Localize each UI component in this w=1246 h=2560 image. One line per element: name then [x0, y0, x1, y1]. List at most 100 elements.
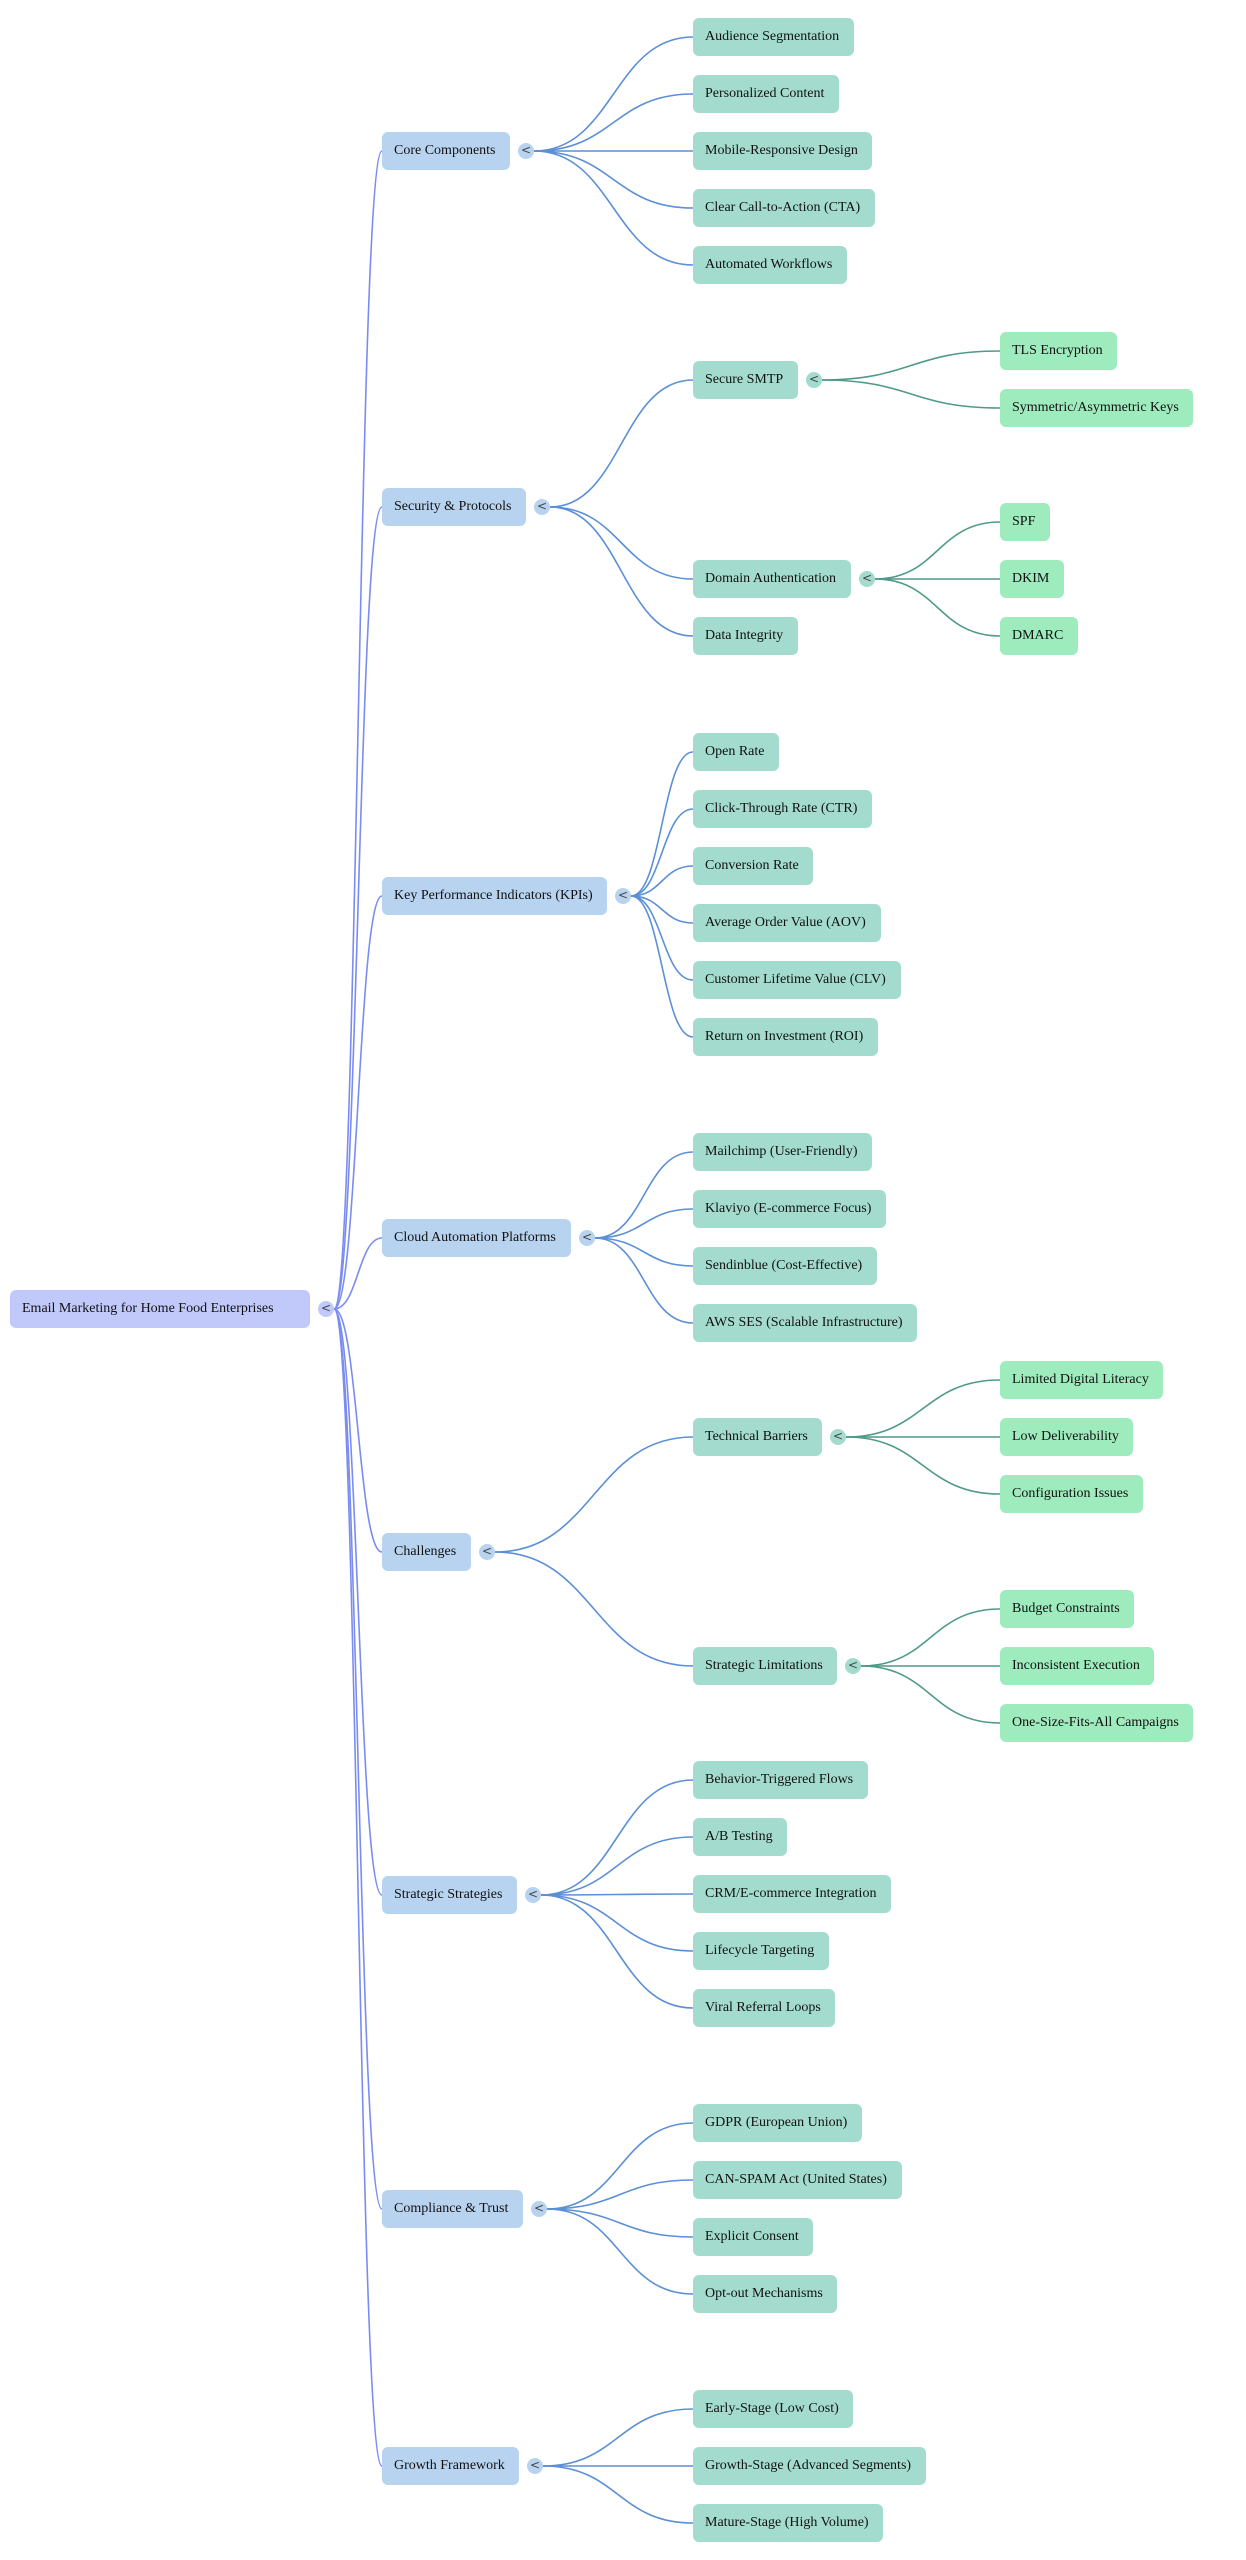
collapse-toggle-icon[interactable]: < [318, 1301, 334, 1317]
collapse-toggle-icon[interactable]: < [518, 143, 534, 159]
connector-line [821, 350, 1001, 381]
connector-line [845, 1379, 1001, 1438]
connector-line [874, 521, 1001, 580]
connector-line [549, 506, 694, 637]
topic-node[interactable]: Customer Lifetime Value (CLV) [693, 961, 901, 999]
leaf-node[interactable]: DMARC [1000, 617, 1078, 655]
topic-node[interactable]: AWS SES (Scalable Infrastructure) [693, 1304, 917, 1342]
connector-line [546, 2208, 694, 2238]
branch-node[interactable]: Strategic Strategies [382, 1876, 517, 1914]
topic-node[interactable]: Klaviyo (E-commerce Focus) [693, 1190, 886, 1228]
connector-line [821, 379, 1001, 409]
topic-node[interactable]: Mobile-Responsive Design [693, 132, 872, 170]
connector-line [333, 1308, 383, 2210]
connector-line [845, 1436, 1001, 1495]
collapse-toggle-icon[interactable]: < [479, 1544, 495, 1560]
topic-node[interactable]: Personalized Content [693, 75, 839, 113]
connector-line [594, 1151, 694, 1239]
leaf-node[interactable]: Inconsistent Execution [1000, 1647, 1154, 1685]
topic-node[interactable]: Early-Stage (Low Cost) [693, 2390, 853, 2428]
topic-node[interactable]: Strategic Limitations [693, 1647, 837, 1685]
branch-node[interactable]: Compliance & Trust [382, 2190, 523, 2228]
connector-line [540, 1894, 694, 1952]
topic-node[interactable]: Viral Referral Loops [693, 1989, 835, 2027]
connector-line [333, 1308, 383, 2467]
topic-node[interactable]: GDPR (European Union) [693, 2104, 862, 2142]
leaf-node[interactable]: One-Size-Fits-All Campaigns [1000, 1704, 1193, 1742]
topic-node[interactable]: CRM/E-commerce Integration [693, 1875, 891, 1913]
leaf-node[interactable]: Budget Constraints [1000, 1590, 1134, 1628]
connector-line [542, 2408, 694, 2467]
topic-node[interactable]: Sendinblue (Cost-Effective) [693, 1247, 877, 1285]
connector-line [533, 93, 694, 152]
connector-line [333, 506, 383, 1310]
connector-line [546, 2122, 694, 2210]
connector-line [540, 1836, 694, 1896]
connector-line [630, 865, 694, 897]
topic-node[interactable]: Mailchimp (User-Friendly) [693, 1133, 872, 1171]
topic-node[interactable]: Mature-Stage (High Volume) [693, 2504, 883, 2542]
topic-node[interactable]: Audience Segmentation [693, 18, 854, 56]
topic-node[interactable]: Open Rate [693, 733, 779, 771]
collapse-toggle-icon[interactable]: < [525, 1887, 541, 1903]
connector-line [533, 150, 694, 209]
topic-node[interactable]: Conversion Rate [693, 847, 813, 885]
connector-line [333, 1237, 383, 1310]
collapse-toggle-icon[interactable]: < [527, 2458, 543, 2474]
topic-node[interactable]: Growth-Stage (Advanced Segments) [693, 2447, 926, 2485]
topic-node[interactable]: Opt-out Mechanisms [693, 2275, 837, 2313]
collapse-toggle-icon[interactable]: < [859, 571, 875, 587]
topic-node[interactable]: Explicit Consent [693, 2218, 813, 2256]
topic-node[interactable]: Lifecycle Targeting [693, 1932, 829, 1970]
connector-line [594, 1208, 694, 1239]
branch-node[interactable]: Cloud Automation Platforms [382, 1219, 571, 1257]
collapse-toggle-icon[interactable]: < [830, 1429, 846, 1445]
leaf-node[interactable]: Symmetric/Asymmetric Keys [1000, 389, 1193, 427]
connector-line [333, 1308, 383, 1896]
topic-node[interactable]: Clear Call-to-Action (CTA) [693, 189, 875, 227]
connector-line [540, 1894, 694, 2009]
connector-line [549, 506, 694, 580]
topic-node[interactable]: A/B Testing [693, 1818, 787, 1856]
connector-line [630, 895, 694, 981]
connector-line [546, 2208, 694, 2295]
branch-node[interactable]: Growth Framework [382, 2447, 519, 2485]
topic-node[interactable]: Data Integrity [693, 617, 798, 655]
leaf-node[interactable]: TLS Encryption [1000, 332, 1117, 370]
collapse-toggle-icon[interactable]: < [845, 1658, 861, 1674]
connector-line [546, 2179, 694, 2210]
connector-line [630, 808, 694, 897]
connector-line [594, 1237, 694, 1324]
leaf-node[interactable]: Low Deliverability [1000, 1418, 1133, 1456]
branch-node[interactable]: Challenges [382, 1533, 471, 1571]
collapse-toggle-icon[interactable]: < [534, 499, 550, 515]
topic-node[interactable]: Click-Through Rate (CTR) [693, 790, 872, 828]
topic-node[interactable]: Secure SMTP [693, 361, 798, 399]
leaf-node[interactable]: DKIM [1000, 560, 1064, 598]
collapse-toggle-icon[interactable]: < [615, 888, 631, 904]
topic-node[interactable]: Average Order Value (AOV) [693, 904, 881, 942]
topic-node[interactable]: Domain Authentication [693, 560, 851, 598]
connector-line [860, 1608, 1001, 1667]
root-node[interactable]: Email Marketing for Home Food Enterprise… [10, 1290, 310, 1328]
branch-node[interactable]: Key Performance Indicators (KPIs) [382, 877, 607, 915]
connector-line [860, 1665, 1001, 1724]
branch-node[interactable]: Security & Protocols [382, 488, 526, 526]
topic-node[interactable]: Behavior-Triggered Flows [693, 1761, 868, 1799]
collapse-toggle-icon[interactable]: < [531, 2201, 547, 2217]
collapse-toggle-icon[interactable]: < [579, 1230, 595, 1246]
topic-node[interactable]: CAN-SPAM Act (United States) [693, 2161, 902, 2199]
leaf-node[interactable]: Configuration Issues [1000, 1475, 1143, 1513]
topic-node[interactable]: Technical Barriers [693, 1418, 822, 1456]
topic-node[interactable]: Return on Investment (ROI) [693, 1018, 878, 1056]
connector-line [540, 1779, 694, 1896]
connector-line [533, 36, 694, 152]
connector-line [494, 1551, 694, 1667]
topic-node[interactable]: Automated Workflows [693, 246, 847, 284]
branch-node[interactable]: Core Components [382, 132, 510, 170]
leaf-node[interactable]: SPF [1000, 503, 1050, 541]
collapse-toggle-icon[interactable]: < [806, 372, 822, 388]
leaf-node[interactable]: Limited Digital Literacy [1000, 1361, 1163, 1399]
